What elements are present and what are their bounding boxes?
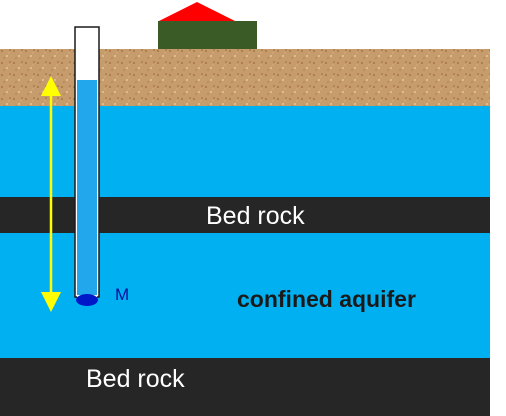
aquifer-label: confined aquifer xyxy=(237,286,416,312)
upper-water-layer xyxy=(0,106,490,197)
lower-bedrock-label: Bed rock xyxy=(86,365,185,393)
upper-bedrock-label: Bed rock xyxy=(206,202,305,230)
soil-layer xyxy=(0,49,490,106)
sensor-icon xyxy=(76,294,98,306)
house-icon xyxy=(158,21,257,49)
house-roof xyxy=(159,2,235,21)
well-tube-icon xyxy=(74,26,100,306)
lower-bedrock-layer xyxy=(0,358,490,416)
measuring-point-label: M xyxy=(115,285,129,304)
